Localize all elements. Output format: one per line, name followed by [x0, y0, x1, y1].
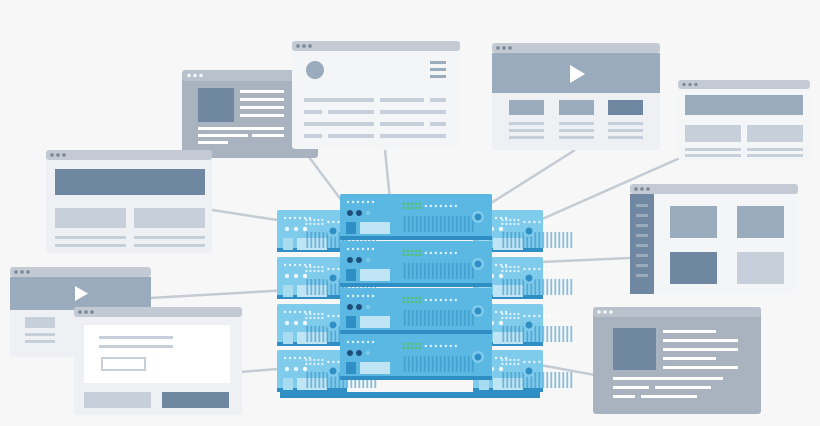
play-button-icon: [570, 65, 585, 83]
server-unit-left-4: [277, 350, 377, 392]
server-unit-front-4: [340, 334, 492, 380]
connector-lines: [149, 144, 681, 377]
server-rack-icon: [277, 194, 573, 398]
browser-window-form: [74, 307, 242, 415]
window-dots: [14, 270, 30, 274]
server-unit-left-1: [277, 210, 377, 252]
window-dots: [187, 73, 203, 78]
browser-window-article: [593, 307, 761, 414]
browser-window-banner-blocks: [678, 80, 810, 160]
window-dots: [50, 153, 66, 157]
browser-window-sidebar-grid: [630, 184, 798, 294]
rack-base: [280, 392, 540, 398]
window-dots: [296, 44, 312, 48]
server-unit-front-2: [340, 241, 492, 287]
image-placeholder-icon: [198, 88, 234, 122]
window-dots: [597, 310, 613, 314]
avatar-icon: [306, 61, 324, 79]
window-dots: [682, 82, 698, 87]
window-dots: [634, 187, 650, 191]
form-input: [101, 357, 146, 371]
window-dots: [78, 310, 94, 314]
browser-window-profile: [292, 41, 460, 149]
server-unit-front-3: [340, 288, 492, 334]
server-unit-left-3: [277, 304, 377, 346]
browser-window-video-cards: [492, 43, 660, 150]
browser-window-image-text: [182, 70, 318, 158]
hamburger-menu-icon: [430, 61, 446, 78]
server-unit-front-1: [340, 194, 492, 240]
image-placeholder-icon: [613, 328, 656, 370]
window-dots: [496, 46, 512, 50]
play-button-icon: [75, 286, 88, 301]
browser-window-banner-left: [46, 150, 212, 253]
